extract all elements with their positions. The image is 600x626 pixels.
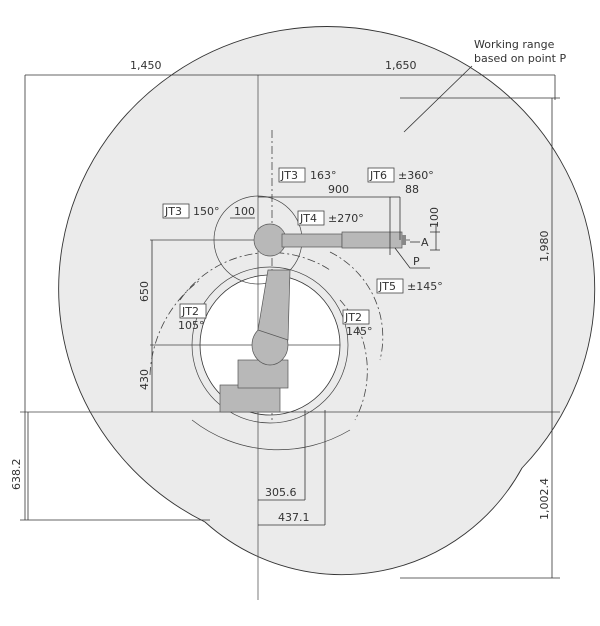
dim-638: 638.2	[10, 459, 23, 491]
dim-1650: 1,650	[385, 59, 417, 72]
svg-text:JT6: JT6	[369, 169, 387, 182]
dim-1450: 1,450	[130, 59, 162, 72]
svg-text:JT2: JT2	[344, 311, 362, 324]
dim-100-right: 100	[428, 207, 441, 228]
dim-430: 430	[138, 369, 151, 390]
dim-437: 437.1	[278, 511, 310, 524]
svg-text:±360°: ±360°	[398, 169, 434, 182]
point-a-label: A	[421, 236, 429, 249]
joint-label-jt2-145: JT2 145°	[342, 309, 373, 338]
point-p-label: P	[413, 255, 420, 268]
svg-text:145°: 145°	[346, 325, 373, 338]
dim-100-left: 100	[234, 205, 255, 218]
svg-text:105°: 105°	[178, 319, 205, 332]
dim-1980: 1,980	[538, 231, 551, 263]
joint-label-jt3-150: JT3 150°	[162, 203, 220, 219]
joint-label-jt5: JT5 ±145°	[376, 278, 443, 294]
svg-text:150°: 150°	[193, 205, 220, 218]
dim-650: 650	[138, 281, 151, 302]
dim-88: 88	[405, 183, 419, 196]
dim-305: 305.6	[265, 486, 297, 499]
joint-label-jt6: JT6 ±360°	[367, 167, 434, 183]
svg-text:±145°: ±145°	[407, 280, 443, 293]
dim-900: 900	[328, 183, 349, 196]
svg-text:JT5: JT5	[378, 280, 396, 293]
joint-label-jt2-105: JT2 105°	[178, 303, 207, 332]
svg-text:JT4: JT4	[299, 212, 317, 225]
working-range-area	[58, 26, 596, 576]
range-note-line2: based on point P	[474, 52, 566, 65]
svg-text:JT3: JT3	[280, 169, 298, 182]
joint-label-jt3-163: JT3 163°	[278, 167, 337, 183]
svg-text:163°: 163°	[310, 169, 337, 182]
joint-label-jt4: JT4 ±270°	[297, 210, 364, 226]
robot-arm	[219, 223, 406, 413]
range-note-line1: Working range	[474, 38, 555, 51]
dim-1002: 1,002.4	[538, 478, 551, 520]
svg-text:JT2: JT2	[181, 305, 199, 318]
svg-text:JT3: JT3	[164, 205, 182, 218]
svg-text:±270°: ±270°	[328, 212, 364, 225]
